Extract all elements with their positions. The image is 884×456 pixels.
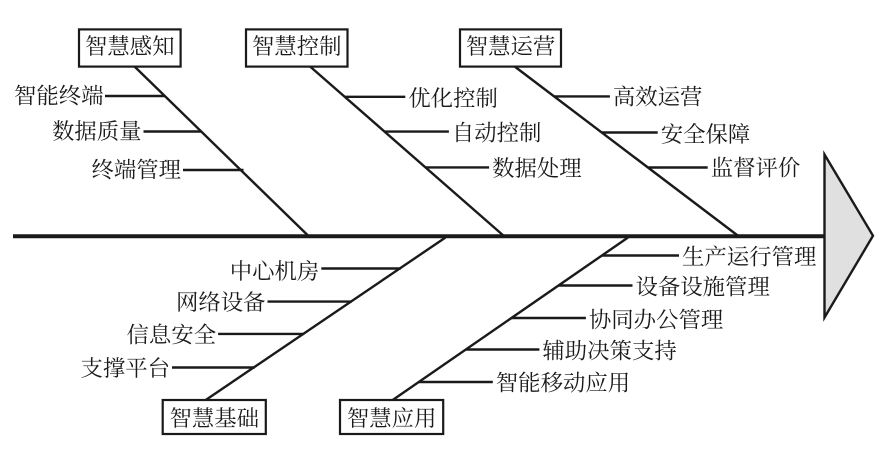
svg-text:监督评价: 监督评价: [711, 155, 801, 180]
svg-text:数据处理: 数据处理: [492, 156, 582, 181]
svg-text:智能移动应用: 智能移动应用: [496, 370, 630, 395]
svg-text:生产运行管理: 生产运行管理: [682, 245, 816, 270]
svg-text:网络设备: 网络设备: [176, 290, 266, 315]
svg-text:安全保障: 安全保障: [661, 122, 751, 147]
svg-text:设备设施管理: 设备设施管理: [636, 275, 770, 300]
svg-text:智慧感知: 智慧感知: [85, 34, 175, 59]
svg-text:智慧控制: 智慧控制: [252, 34, 342, 59]
svg-text:协同办公管理: 协同办公管理: [589, 308, 723, 333]
svg-text:优化控制: 优化控制: [408, 86, 498, 111]
svg-text:辅助决策支持: 辅助决策支持: [542, 339, 676, 364]
svg-text:智慧运营: 智慧运营: [466, 34, 556, 59]
svg-text:自动控制: 自动控制: [452, 120, 542, 145]
svg-text:高效运营: 高效运营: [613, 84, 703, 109]
svg-text:智慧应用: 智慧应用: [347, 406, 437, 431]
svg-text:智能终端: 智能终端: [14, 84, 104, 109]
svg-text:信息安全: 信息安全: [127, 322, 217, 347]
svg-text:智慧基础: 智慧基础: [170, 406, 260, 431]
svg-text:中心机房: 中心机房: [230, 259, 320, 284]
svg-text:数据质量: 数据质量: [52, 119, 142, 144]
svg-text:终端管理: 终端管理: [91, 158, 181, 183]
svg-text:支撑平台: 支撑平台: [80, 356, 170, 381]
